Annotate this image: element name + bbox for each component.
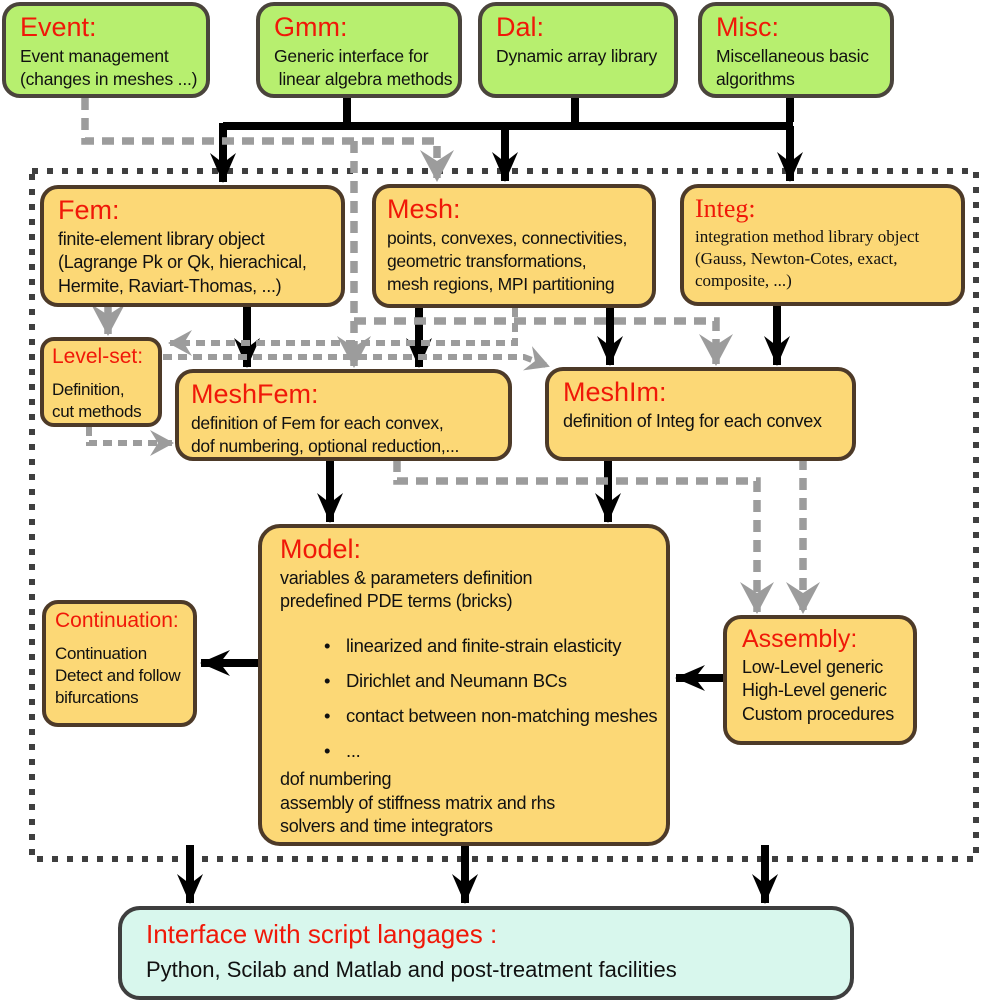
box-fem-title: Fem:: [58, 195, 120, 225]
arrow-meshfem-to-assembly: [393, 460, 774, 614]
box-line: algorithms: [716, 68, 795, 89]
box-line: Hermite, Raviart-Thomas, ...): [58, 275, 282, 296]
top-bus-line: [223, 96, 794, 130]
box-levelset-title: Level-set:: [52, 345, 144, 368]
model-bullet-item: • Dirichlet and Neumann BCs: [324, 669, 656, 692]
box-line: predefined PDE terms (bricks): [280, 591, 513, 612]
box-assembly-title: Assembly:: [742, 625, 858, 653]
box-line: Custom procedures: [742, 703, 894, 724]
box-line: solvers and time integrators: [280, 816, 493, 837]
arrow-levelset-to-meshim: [163, 346, 550, 371]
box-gmm-title: Gmm:: [274, 12, 348, 42]
box-line: Low-Level generic: [742, 656, 883, 677]
box-mesh: Mesh: points, convexes, connectivities, …: [372, 184, 656, 308]
arrow-event-to-mesh: [81, 98, 454, 182]
box-line: variables & parameters definition: [280, 568, 533, 589]
box-line: composite, ...): [695, 271, 792, 291]
box-line: Definition,: [52, 380, 125, 400]
arrow-event-to-meshim: [354, 317, 733, 366]
box-line: mesh regions, MPI partitioning: [387, 273, 615, 294]
box-line: Python, Scilab and Matlab and post-treat…: [146, 956, 677, 982]
library-boundary-dotted-border: [29, 168, 979, 862]
box-assembly: Assembly: Low-Level generic High-Level g…: [723, 615, 917, 745]
box-misc: Misc: Miscellaneous basic algorithms: [698, 2, 894, 98]
box-meshfem: MeshFem: definition of Fem for each conv…: [175, 369, 512, 461]
box-line: Miscellaneous basic: [716, 46, 869, 67]
box-line: dof numbering, optional reduction,...: [191, 435, 460, 456]
box-line: Dynamic array library: [496, 46, 658, 67]
box-continuation-title: Continuation:: [55, 609, 179, 632]
box-line: Event management: [20, 46, 169, 67]
box-line: dof numbering: [280, 769, 392, 790]
box-meshim-title: MeshIm:: [563, 377, 667, 407]
box-event-title: Event:: [20, 12, 97, 42]
model-bullet-item: • linearized and finite-strain elasticity: [324, 634, 656, 657]
box-levelset: Level-set: Definition, cut methods: [40, 337, 162, 427]
bullet-icon: •: [324, 634, 331, 656]
bullet-text: linearized and finite-strain elasticity: [346, 634, 622, 656]
box-line: High-Level generic: [742, 680, 887, 701]
bullet-text: ...: [346, 740, 361, 762]
box-line: finite-element library object: [58, 229, 265, 250]
box-model-title: Model:: [280, 534, 362, 564]
box-interface-title: Interface with script langages :: [146, 919, 498, 949]
box-event: Event: Event management (changes in mesh…: [2, 2, 210, 98]
box-line: Continuation: [55, 644, 147, 664]
bullet-text: contact between non-matching meshes: [346, 705, 658, 727]
box-interface: Interface with script langages : Python,…: [118, 906, 854, 1000]
bullet-icon: •: [324, 705, 331, 727]
box-line: Generic interface for: [274, 46, 429, 67]
box-line: cut methods: [52, 402, 142, 422]
arrow-levelset-to-meshfem: [86, 427, 174, 456]
box-mesh-title: Mesh:: [387, 194, 461, 224]
box-meshfem-title: MeshFem:: [191, 379, 319, 409]
bullet-icon: •: [324, 740, 331, 762]
box-dal: Dal: Dynamic array library: [478, 2, 678, 98]
box-line: linear algebra methods: [274, 68, 453, 89]
box-line: points, convexes, connectivities,: [387, 228, 628, 249]
box-line: (Lagrange Pk or Qk, hierachical,: [58, 252, 307, 273]
model-bullet-item: • contact between non-matching meshes: [324, 704, 658, 727]
bullet-icon: •: [324, 669, 331, 691]
box-line: (changes in meshes ...): [20, 68, 198, 89]
box-integ-title: Integ:: [695, 194, 756, 223]
box-continuation: Continuation: Continuation Detect and fo…: [42, 600, 197, 727]
box-dal-title: Dal:: [496, 12, 545, 42]
box-gmm: Gmm: Generic interface for linear algebr…: [256, 2, 462, 98]
box-integ: Integ: integration method library object…: [680, 184, 965, 306]
bullet-text: Dirichlet and Neumann BCs: [346, 669, 567, 691]
box-meshim: MeshIm: definition of Integ for each con…: [545, 367, 856, 461]
box-line: definition of Integ for each convex: [563, 411, 822, 432]
box-line: bifurcations: [55, 688, 139, 708]
model-bullet-item: •...: [324, 739, 656, 762]
box-fem: Fem: finite-element library object (Lagr…: [40, 185, 345, 307]
box-line: definition of Fem for each convex,: [191, 413, 444, 434]
box-misc-title: Misc:: [716, 12, 779, 42]
box-line: assembly of stiffness matrix and rhs: [280, 792, 555, 813]
box-line: integration method library object: [695, 226, 920, 246]
box-line: (Gauss, Newton-Cotes, exact,: [695, 248, 898, 268]
box-model: Model: variables & parameters definition…: [258, 524, 670, 846]
box-line: geometric transformations,: [387, 250, 587, 271]
box-line: Detect and follow: [55, 666, 181, 686]
arrow-mesh-to-levelset: [168, 308, 518, 356]
